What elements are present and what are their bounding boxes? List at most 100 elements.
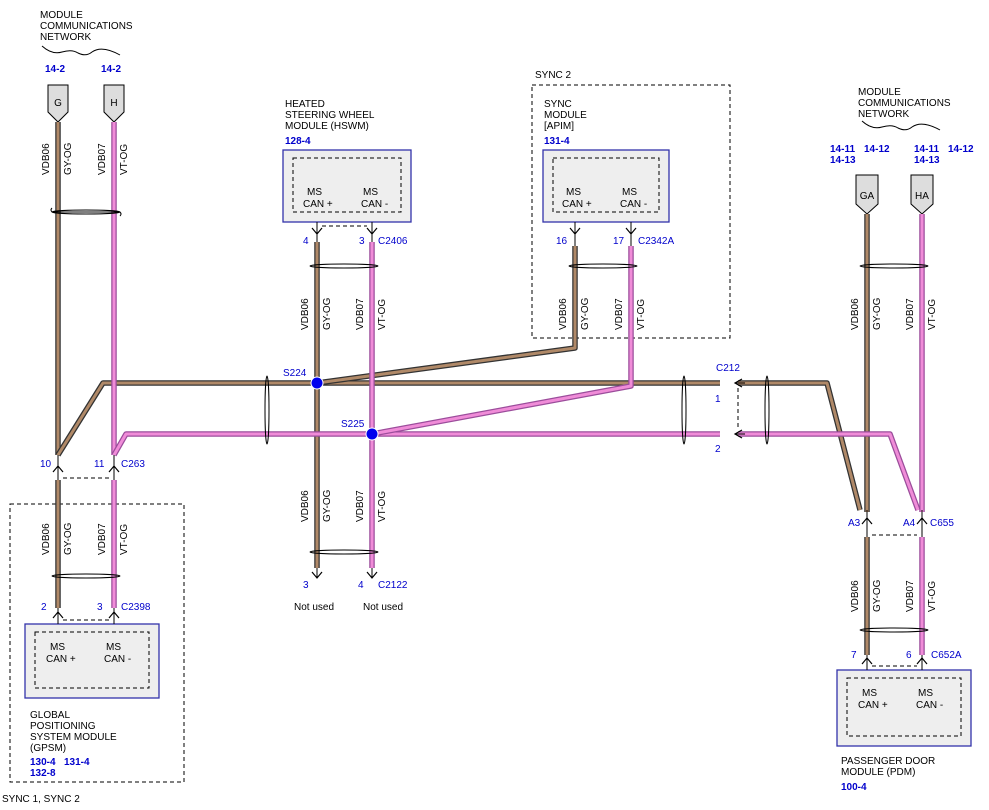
gpsm-ref-link-2[interactable]: 131-4 [64,757,90,768]
ref-link-14-2-h[interactable]: 14-2 [101,64,121,75]
wire-label-circuit: VDB07 [355,298,366,330]
connector-c652a: 7 6 C652A [851,650,962,670]
wire-label-circuit: VDB06 [850,298,861,330]
wire-label-circuit: VDB06 [850,580,861,612]
c263-label: C263 [121,459,145,470]
c212-pin-1: 1 [715,394,721,405]
right-network-label-2: COMMUNICATIONS [858,98,951,109]
c263-pin-b: 11 [94,459,105,470]
connector-c655: A3 A4 C655 [848,510,954,537]
gpsm-ref-link-3[interactable]: 132-8 [30,768,56,779]
ref-link-ha-2[interactable]: 14-13 [914,155,940,166]
hswm-can-plus-label-2: CAN + [303,199,333,210]
wire-vdb06 [55,122,870,655]
right-network-label-3: NETWORK [858,109,909,120]
wire-vdb07 [111,122,925,655]
ref-link-ga-1[interactable]: 14-11 [830,144,855,155]
connector-c263: 10 11 C263 [40,455,145,480]
c655-pin-a: A3 [848,518,861,529]
splice-s224[interactable] [310,376,324,390]
c2398-pin-plus: 2 [41,602,47,613]
network-tag-g-label: G [54,98,62,109]
wire-label-color: GY-OG [322,489,333,522]
sync-ref-link[interactable]: 131-4 [544,136,570,147]
wire-labels: VDB06 GY-OG VDB07 VT-OG VDB06 GY-OG VDB0… [41,142,938,612]
connector-c2406: 4 3 C2406 [303,222,408,247]
ref-link-ga-2[interactable]: 14-13 [830,155,856,166]
hswm-label-3: MODULE (HSWM) [285,121,369,132]
wire-label-color: GY-OG [322,297,333,330]
wire-label-circuit: VDB06 [300,490,311,522]
top-network-label-1: MODULE [40,10,83,21]
c2122-label: C2122 [378,580,408,591]
c655-pin-b: A4 [903,518,916,529]
ref-link-ha-3[interactable]: 14-12 [948,144,974,155]
pdm-label-2: MODULE (PDM) [841,767,915,778]
ref-link-ha-1[interactable]: 14-11 [914,144,939,155]
wire-label-circuit: VDB06 [41,523,52,555]
connector-c2122: 3 4 C2122 Not used Not used [294,568,408,613]
c263-pin-a: 10 [40,459,52,470]
sync-label-1: SYNC [544,99,572,110]
hswm-can-plus-label-1: MS [307,187,322,198]
c2122-pin-b: 4 [358,580,364,591]
sync12-group-box [9,503,185,783]
pdm-can-minus-label-2: CAN - [916,700,943,711]
network-tag-h [103,84,125,123]
gpsm-can-plus-label-1: MS [50,642,65,653]
c2406-pin-plus: 4 [303,236,309,247]
gpsm-module-box [24,623,160,699]
sync-can-plus-label-1: MS [566,187,581,198]
ref-link-14-2-g[interactable]: 14-2 [45,64,65,75]
sync-can-minus-label-2: CAN - [620,199,647,210]
network-brace [41,45,121,56]
wire-label-circuit: VDB06 [300,298,311,330]
c652a-pin-minus: 6 [906,650,912,661]
hswm-can-minus-label-1: MS [363,187,378,198]
gpsm-can-minus-label-1: MS [106,642,121,653]
gpsm-label-1: GLOBAL [30,710,70,721]
hswm-ref-link[interactable]: 128-4 [285,136,311,147]
network-tag-ha-label: HA [915,191,929,202]
c2122-pin-a: 3 [303,580,309,591]
splice-s225-label: S225 [341,419,365,430]
splice-s225[interactable] [365,427,379,441]
c652a-pin-plus: 7 [851,650,857,661]
gpsm-module-inner [34,631,150,689]
sync2-group-label: SYNC 2 [535,70,572,81]
wire-label-circuit: VDB07 [905,298,916,330]
connector-c2398: 2 3 C2398 [41,602,151,624]
pdm-module-inner [846,677,962,737]
c2406-pin-minus: 3 [359,236,365,247]
gpsm-ref-link-1[interactable]: 130-4 [30,757,56,768]
sync-module-inner [552,157,660,213]
hswm-label-2: STEERING WHEEL [285,110,375,121]
wire-label-color: GY-OG [63,522,74,555]
pdm-ref-link[interactable]: 100-4 [841,782,867,793]
wire-label-circuit: VDB07 [355,490,366,522]
sync-can-minus-label-1: MS [622,187,637,198]
network-tag-h-label: H [110,98,117,109]
gpsm-label-3: SYSTEM MODULE [30,732,117,743]
sync12-group-label: SYNC 1, SYNC 2 [2,794,80,805]
c652a-label: C652A [931,650,962,661]
wire-label-color: VT-OG [119,524,130,555]
right-network-label-1: MODULE [858,87,901,98]
hswm-can-minus-label-2: CAN - [361,199,388,210]
wire-label-circuit: VDB07 [905,580,916,612]
top-network-label-2: COMMUNICATIONS [40,21,133,32]
ref-link-ga-3[interactable]: 14-12 [864,144,890,155]
hswm-module-box [282,149,412,223]
c655-label: C655 [930,518,954,529]
c2122-unused-b: Not used [363,602,403,613]
c2342a-pin-minus: 17 [613,236,625,247]
pdm-label-1: PASSENGER DOOR [841,756,935,767]
wire-label-color: VT-OG [636,299,647,330]
c2122-unused-a: Not used [294,602,334,613]
wire-label-color: VT-OG [119,144,130,175]
c2406-label: C2406 [378,236,408,247]
wire-label-color: VT-OG [927,581,938,612]
wire-label-circuit: VDB07 [614,298,625,330]
